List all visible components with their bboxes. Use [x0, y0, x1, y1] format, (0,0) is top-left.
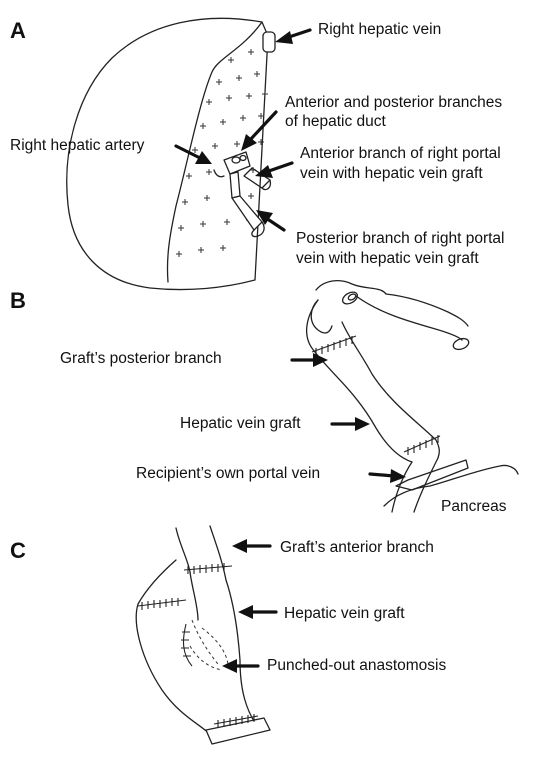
arrow-right-hepatic-vein — [275, 30, 310, 44]
label-anterior-branch-line1: Anterior branch of right portal — [300, 145, 501, 162]
arrow-grafts-posterior-branch — [292, 353, 328, 367]
arrow-hepatic-duct — [241, 112, 276, 151]
label-posterior-branch-line1: Posterior branch of right portal — [296, 230, 505, 247]
panel-c-label: C — [10, 538, 26, 563]
label-grafts-anterior-branch: Graft’s anterior branch — [280, 539, 434, 556]
panel-b-sutures — [312, 336, 440, 455]
arrow-right-hepatic-artery — [176, 146, 212, 164]
panel-b-portal-vein-graft — [307, 300, 412, 462]
right-hepatic-vein-stump — [263, 32, 275, 52]
panel-c-sutures — [138, 563, 258, 728]
panel-b-label: B — [10, 288, 26, 313]
label-hepatic-vein-graft-c: Hepatic vein graft — [284, 605, 405, 622]
arrow-grafts-anterior-branch — [232, 539, 270, 553]
arrow-hepatic-vein-graft-b — [332, 417, 370, 431]
label-hepatic-vein-graft-b: Hepatic vein graft — [180, 415, 301, 432]
label-right-hepatic-artery: Right hepatic artery — [10, 137, 145, 154]
panel-a: A — [10, 18, 505, 290]
liver-cut-surface — [167, 22, 262, 282]
panel-a-label: A — [10, 18, 26, 43]
label-posterior-branch-line2: vein with hepatic vein graft — [296, 250, 479, 267]
panel-c: C Graft’s anterior branch Hepatic vein g… — [10, 526, 446, 744]
panel-b: B Graft’s posterior branch Hepatic vein … — [10, 281, 518, 515]
label-recipients-portal-vein: Recipient’s own portal vein — [136, 465, 320, 482]
arrow-hepatic-vein-graft-c — [238, 605, 276, 619]
label-grafts-posterior-branch: Graft’s posterior branch — [60, 350, 222, 367]
label-hepatic-duct-line2: of hepatic duct — [285, 113, 387, 130]
label-pancreas: Pancreas — [441, 498, 507, 515]
hilar-vessels — [214, 152, 270, 237]
label-punched-out-anastomosis: Punched-out anastomosis — [267, 657, 446, 674]
label-hepatic-duct-line1: Anterior and posterior branches — [285, 94, 502, 111]
arrow-recipients-portal-vein — [370, 469, 406, 483]
label-anterior-branch-line2: vein with hepatic vein graft — [300, 165, 483, 182]
label-right-hepatic-vein: Right hepatic vein — [318, 21, 441, 38]
